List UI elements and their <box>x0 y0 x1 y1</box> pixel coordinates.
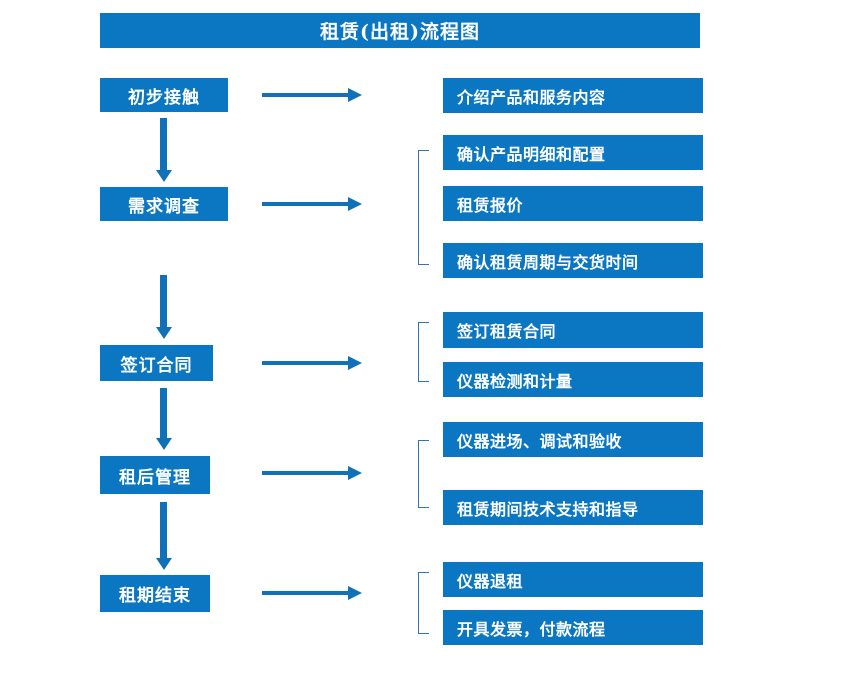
detail-box-confirm-rental-period[interactable]: 确认租赁周期与交货时间 <box>443 243 703 278</box>
arrow-demand-survey-to-details <box>262 195 362 213</box>
detail-box-confirm-product-details[interactable]: 确认产品明细和配置 <box>443 135 703 170</box>
arrow-initial-contact-to-details <box>262 86 362 104</box>
arrow-sign-contract-to-details <box>262 354 362 372</box>
stage-box-post-rental-management[interactable]: 租后管理 <box>100 456 210 494</box>
stage-box-demand-survey[interactable]: 需求调查 <box>100 187 228 221</box>
stage-box-rental-end[interactable]: 租期结束 <box>100 575 210 612</box>
detail-box-instrument-entry-debug-acceptance[interactable]: 仪器进场、调试和验收 <box>443 422 703 457</box>
chart-title: 租赁(出租)流程图 <box>100 13 700 48</box>
detail-box-instrument-inspection[interactable]: 仪器检测和计量 <box>443 362 703 397</box>
detail-box-instrument-return[interactable]: 仪器退租 <box>443 562 703 597</box>
vertical-arrow-management-to-end <box>153 502 175 570</box>
arrow-rental-end-to-details <box>262 584 362 602</box>
bracket-sign-contract-group <box>418 322 429 382</box>
arrow-post-rental-management-to-details <box>262 464 362 482</box>
detail-box-technical-support-during-rental[interactable]: 租赁期间技术支持和指导 <box>443 490 703 525</box>
vertical-arrow-contract-to-management <box>153 388 175 450</box>
vertical-arrow-contact-to-survey <box>153 118 175 182</box>
stage-box-initial-contact[interactable]: 初步接触 <box>100 78 228 112</box>
bracket-demand-survey-group <box>418 150 429 265</box>
bracket-post-rental-management-group <box>418 440 429 508</box>
detail-box-invoice-and-payment[interactable]: 开具发票，付款流程 <box>443 610 703 645</box>
detail-box-introduce-products[interactable]: 介绍产品和服务内容 <box>443 78 703 113</box>
stage-box-sign-contract[interactable]: 签订合同 <box>100 345 213 381</box>
detail-box-sign-rental-contract[interactable]: 签订租赁合同 <box>443 312 703 348</box>
detail-box-rental-quotation[interactable]: 租赁报价 <box>443 186 703 221</box>
bracket-rental-end-group <box>418 572 429 634</box>
vertical-arrow-survey-to-contract <box>153 275 175 339</box>
